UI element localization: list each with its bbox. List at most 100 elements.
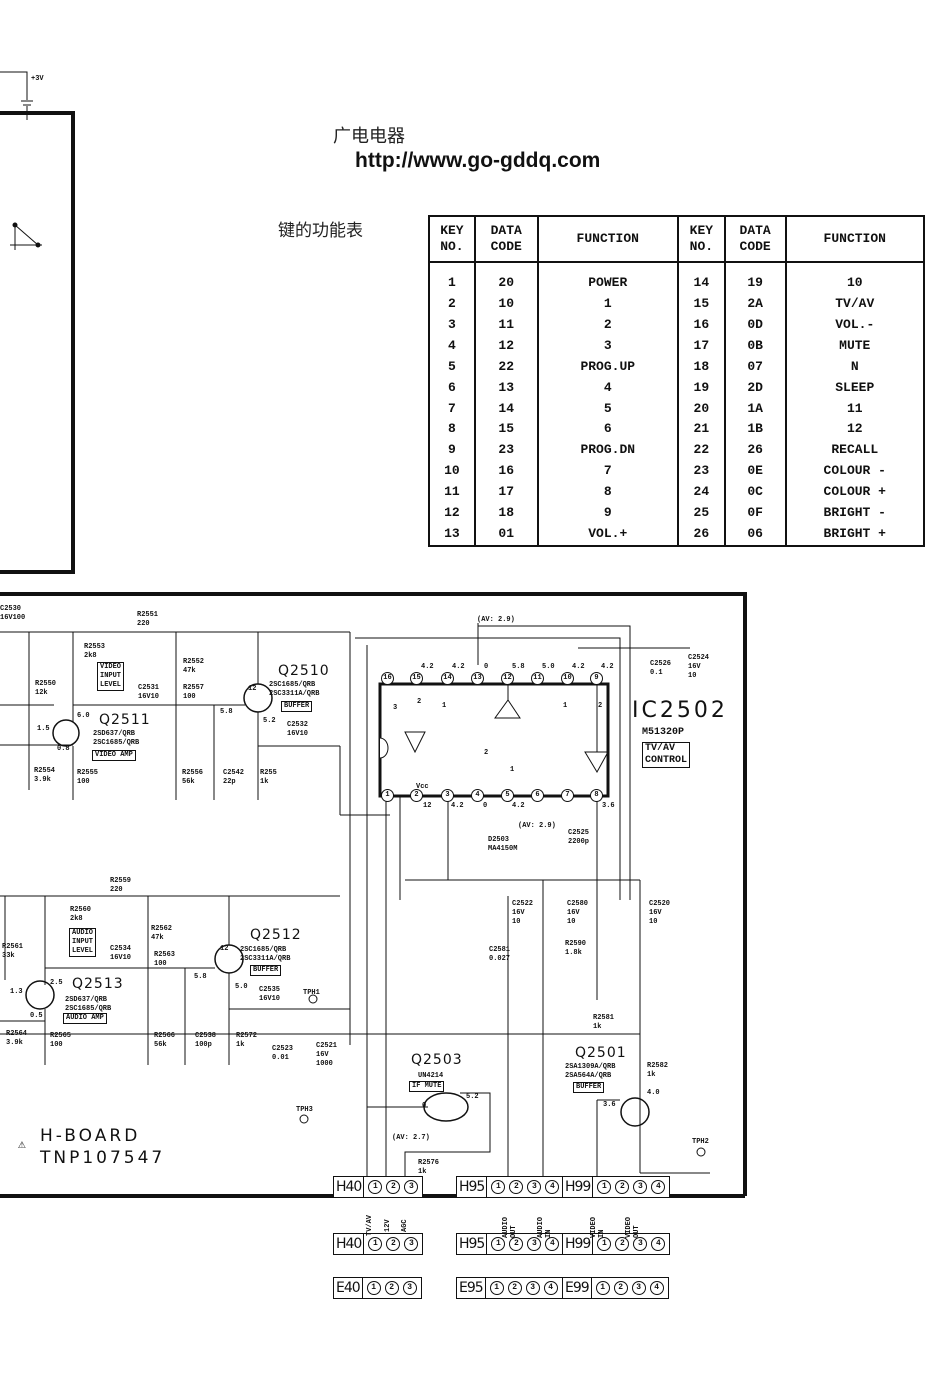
table-cell: 2 (428, 294, 476, 315)
transistor-symbols (25, 683, 650, 1127)
table-cell: 17 (473, 482, 539, 504)
ic-name: IC2502 (632, 698, 728, 723)
voltage-label: 5.8 (194, 973, 207, 981)
table-cell: 20 (473, 262, 539, 295)
ic-volt-9: 4.2 (601, 663, 614, 671)
table-cell: 12 (428, 503, 476, 524)
ic-pin: 10 (561, 672, 574, 685)
key-function-table: KEY NO. DATA CODE FUNCTION KEY NO. DATA … (428, 215, 926, 547)
voltage-label: 5.8 (220, 708, 233, 716)
table-cell: 12 (784, 419, 926, 441)
table-cell: 8 (536, 482, 679, 504)
table-cell: PROG.DN (536, 440, 679, 462)
video-input-level-box: VIDEO INPUT LEVEL (97, 662, 125, 691)
component-label: C2580 16V 10 (567, 900, 589, 926)
ic-pin: 11 (531, 672, 544, 685)
connector-name: E95 (457, 1278, 486, 1298)
component-label: 2SC1685/QRB 2SC3311A/QRB (269, 681, 320, 698)
col-data-code: DATA CODE (473, 216, 539, 263)
transistor-q2512: Q2512 (250, 927, 302, 943)
ic-volt-11: 5.0 (542, 663, 555, 671)
component-label: R2562 47k (151, 925, 173, 942)
ic-part: M51320P (642, 727, 685, 738)
table-cell: 3 (428, 314, 476, 336)
ic-pin: 2 (410, 789, 423, 802)
table-cell: 1A (723, 398, 787, 420)
component-label: R2565 100 (50, 1032, 72, 1049)
voltage-label: 5.2 (466, 1093, 479, 1101)
ic-vcc-label: Vcc (416, 783, 429, 791)
connector-pin: 4 (651, 1180, 666, 1194)
component-label: R2563 100 (154, 951, 176, 968)
connector-pin: 3 (404, 1237, 419, 1251)
ic-volt-8: 3.6 (602, 802, 615, 810)
component-label: 2SD637/QRB 2SC1685/QRB (65, 996, 112, 1013)
component-label: R2556 56k (182, 769, 204, 786)
ic-volt-15: 4.2 (421, 663, 434, 671)
table-cell: 22 (676, 440, 726, 462)
ic-switch-label: 1 (442, 702, 447, 710)
connector-name: H95 (457, 1234, 488, 1254)
buffer-box: BUFFER (573, 1082, 605, 1093)
table-cell: 24 (676, 482, 726, 504)
connector-pin: 3 (527, 1237, 542, 1251)
ic-volt-3: 4.2 (451, 802, 464, 810)
ic-pin: 14 (441, 672, 454, 685)
ic-pin: 15 (410, 672, 423, 685)
connector-pin: 3 (525, 1281, 540, 1295)
table-cell: 3 (536, 335, 679, 357)
ic-switch-label: 1 (510, 766, 515, 774)
ic-volt-2: 12 (423, 802, 432, 810)
connector-pin: 2 (615, 1237, 630, 1251)
table-cell: 10 (784, 262, 926, 295)
component-label: C2524 16V 10 (688, 654, 710, 680)
test-point-label[interactable]: TPH1 (303, 989, 320, 997)
connector-name: H95 (457, 1177, 488, 1197)
table-cell: 18 (473, 503, 539, 524)
transistor-q2510: Q2510 (278, 663, 330, 679)
connector-pin: 2 (386, 1237, 401, 1251)
component-label: R2566 56k (154, 1032, 176, 1049)
connector-pin: 2 (615, 1180, 630, 1194)
ic-switch-label: 1 (563, 702, 568, 710)
website-url[interactable]: http://www.go-gddq.com (355, 149, 601, 172)
component-label: C2526 0.1 (650, 660, 672, 677)
supply-label: +3V (31, 75, 44, 83)
test-points (299, 994, 706, 1157)
component-label: 2SD637/QRB 2SC1685/QRB (93, 730, 140, 747)
connector-pin: 3 (402, 1281, 417, 1295)
connector-pin: 4 (545, 1180, 560, 1194)
ic-volt-10: 4.2 (572, 663, 585, 671)
table-cell: 2D (723, 377, 787, 399)
table-cell: MUTE (784, 335, 926, 357)
component-label: R2550 12k (35, 680, 57, 697)
ic-pin: 8 (590, 789, 603, 802)
table-cell: 19 (676, 377, 726, 399)
h-board-frame (0, 592, 747, 1198)
test-point-label[interactable]: TPH3 (296, 1106, 313, 1114)
ic-internal (379, 684, 609, 774)
component-label: R2590 1.8k (565, 940, 587, 957)
table-cell: 11 (784, 398, 926, 420)
signal-label-12v: 12V (384, 1219, 392, 1232)
connector-pin: 2 (613, 1281, 628, 1295)
component-label: C2538 100p (195, 1032, 217, 1049)
table-cell: RECALL (784, 440, 926, 462)
test-point-label[interactable]: TPH2 (692, 1138, 709, 1146)
ic-pin: 16 (381, 672, 394, 685)
connector-pin: 3 (633, 1180, 648, 1194)
connector-pin: 1 (491, 1180, 506, 1194)
connector-pin: 2 (509, 1237, 524, 1251)
table-cell: 1B (723, 419, 787, 441)
ic-function-box: TV/AV CONTROL (642, 742, 691, 768)
signal-label-agc: AGC (401, 1219, 409, 1232)
